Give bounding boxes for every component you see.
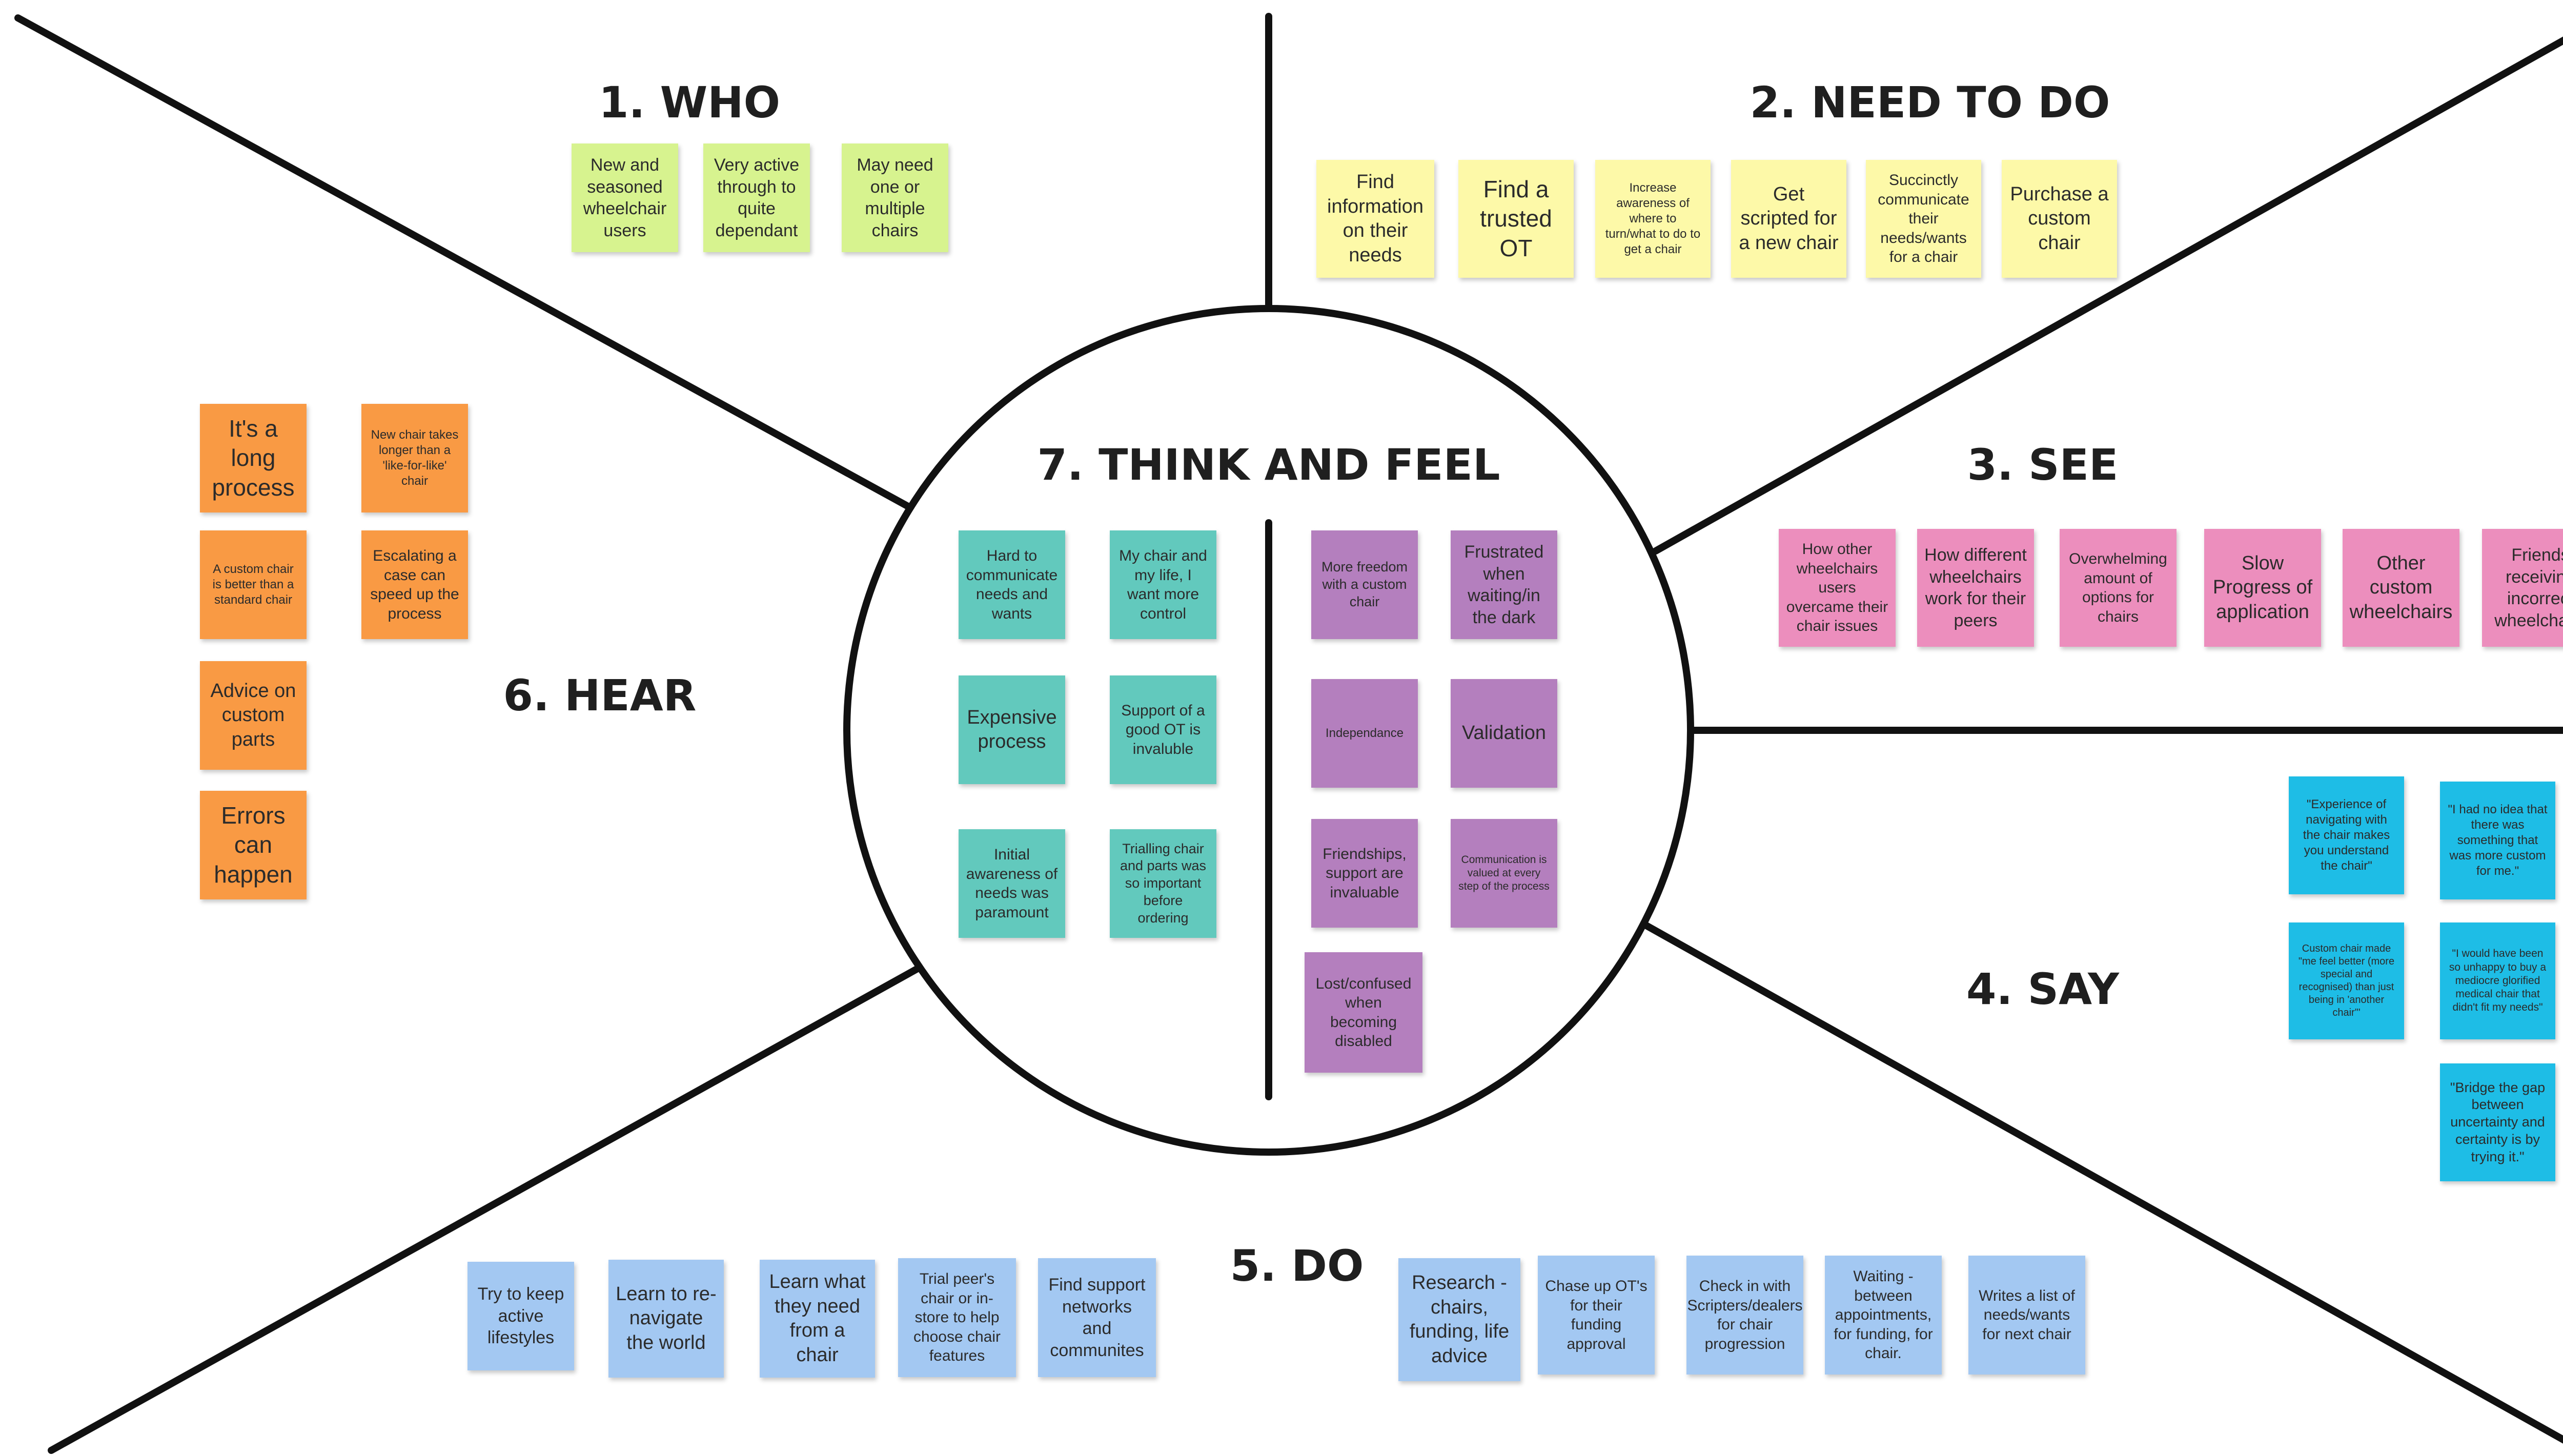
section-title-say: 4. SAY bbox=[1966, 964, 2119, 1014]
sticky-note-do: Waiting - between appointments, for fund… bbox=[1825, 1256, 1942, 1375]
sticky-note-feel: Validation bbox=[1451, 679, 1557, 788]
sticky-note-see: Other custom wheelchairs bbox=[2343, 529, 2459, 647]
sticky-note-see: How other wheelchairs users overcame the… bbox=[1779, 529, 1896, 647]
sticky-note-need-to-do: Purchase a custom chair bbox=[2002, 160, 2117, 278]
sticky-note-who: New and seasoned wheelchair users bbox=[572, 143, 678, 252]
sticky-note-say: "Bridge the gap between uncertainty and … bbox=[2440, 1063, 2555, 1181]
sticky-note-hear: Advice on custom parts bbox=[200, 661, 307, 770]
sticky-note-do: Find support networks and communites bbox=[1038, 1258, 1156, 1377]
sticky-note-hear: A custom chair is better than a standard… bbox=[200, 530, 307, 639]
sticky-note-think: Expensive process bbox=[959, 675, 1065, 784]
sticky-note-feel: Frustrated when waiting/in the dark bbox=[1451, 530, 1557, 639]
sticky-note-do: Research - chairs, funding, life advice bbox=[1398, 1258, 1520, 1381]
sticky-note-hear: It's a long process bbox=[200, 404, 307, 512]
sticky-note-need-to-do: Find information on their needs bbox=[1316, 160, 1434, 278]
sticky-note-say: "Experience of navigating with the chair… bbox=[2289, 776, 2404, 894]
divider-line-bottom-left bbox=[48, 965, 921, 1454]
section-title-who: 1. WHO bbox=[599, 77, 780, 128]
divider-line-top-right bbox=[1652, 36, 2563, 555]
sticky-note-feel: Communication is valued at every step of… bbox=[1451, 819, 1557, 928]
sticky-note-do: Writes a list of needs/wants for next ch… bbox=[1968, 1256, 2085, 1375]
sticky-note-feel: Independance bbox=[1311, 679, 1418, 788]
sticky-note-do: Check in with Scripters/dealers for chai… bbox=[1686, 1256, 1803, 1375]
sticky-note-feel: Lost/confused when becoming disabled bbox=[1305, 952, 1422, 1073]
sticky-note-do: Learn to re-navigate the world bbox=[608, 1260, 724, 1378]
sticky-note-think: Trialling chair and parts was so importa… bbox=[1110, 829, 1216, 938]
sticky-note-see: Friends receiving incorrect wheelchairs bbox=[2482, 529, 2563, 647]
sticky-note-need-to-do: Get scripted for a new chair bbox=[1731, 160, 1846, 278]
sticky-note-say: Custom chair made "me feel better (more … bbox=[2289, 922, 2404, 1039]
divider-line-top-left bbox=[14, 14, 913, 511]
sticky-note-see: Slow Progress of application bbox=[2204, 529, 2321, 647]
sticky-note-need-to-do: Increase awareness of where to turn/what… bbox=[1595, 160, 1711, 278]
divider-line-bottom-right bbox=[1642, 921, 2563, 1444]
sticky-note-think: Support of a good OT is invaluble bbox=[1110, 675, 1216, 784]
sticky-note-do: Learn what they need from a chair bbox=[760, 1260, 875, 1378]
sticky-note-do: Trial peer's chair or in-store to help c… bbox=[898, 1258, 1016, 1377]
section-title-think-and-feel: 7. THINK AND FEEL bbox=[1037, 440, 1500, 490]
sticky-note-think: My chair and my life, I want more contro… bbox=[1110, 530, 1216, 639]
sticky-note-do: Try to keep active lifestyles bbox=[467, 1262, 574, 1370]
sticky-note-hear: Errors can happen bbox=[200, 791, 307, 899]
sticky-note-hear: New chair takes longer than a 'like-for-… bbox=[361, 404, 468, 512]
sticky-note-do: Chase up OT's for their funding approval bbox=[1538, 1256, 1655, 1375]
sticky-note-think: Hard to communicate needs and wants bbox=[959, 530, 1065, 639]
sticky-note-say: "I would have been so unhappy to buy a m… bbox=[2440, 922, 2555, 1039]
section-title-do: 5. DO bbox=[1230, 1241, 1364, 1291]
sticky-note-who: May need one or multiple chairs bbox=[842, 143, 948, 252]
think-feel-circle bbox=[843, 305, 1694, 1156]
sticky-note-say: "I had no idea that there was something … bbox=[2440, 782, 2555, 899]
sticky-note-need-to-do: Find a trusted OT bbox=[1458, 160, 1574, 278]
section-title-hear: 6. HEAR bbox=[503, 670, 697, 721]
section-title-see: 3. SEE bbox=[1967, 440, 2119, 490]
sticky-note-who: Very active through to quite dependant bbox=[703, 143, 810, 252]
sticky-note-think: Initial awareness of needs was paramount bbox=[959, 829, 1065, 938]
sticky-note-hear: Escalating a case can speed up the proce… bbox=[361, 530, 468, 639]
sticky-note-need-to-do: Succinctly communicate their needs/wants… bbox=[1866, 160, 1981, 278]
section-title-need-to-do: 2. NEED TO DO bbox=[1750, 77, 2110, 128]
sticky-note-feel: More freedom with a custom chair bbox=[1311, 530, 1418, 639]
sticky-note-see: Overwhelming amount of options for chair… bbox=[2060, 529, 2176, 647]
sticky-note-see: How different wheelchairs work for their… bbox=[1917, 529, 2034, 647]
sticky-note-feel: Friendships, support are invaluable bbox=[1311, 819, 1418, 928]
